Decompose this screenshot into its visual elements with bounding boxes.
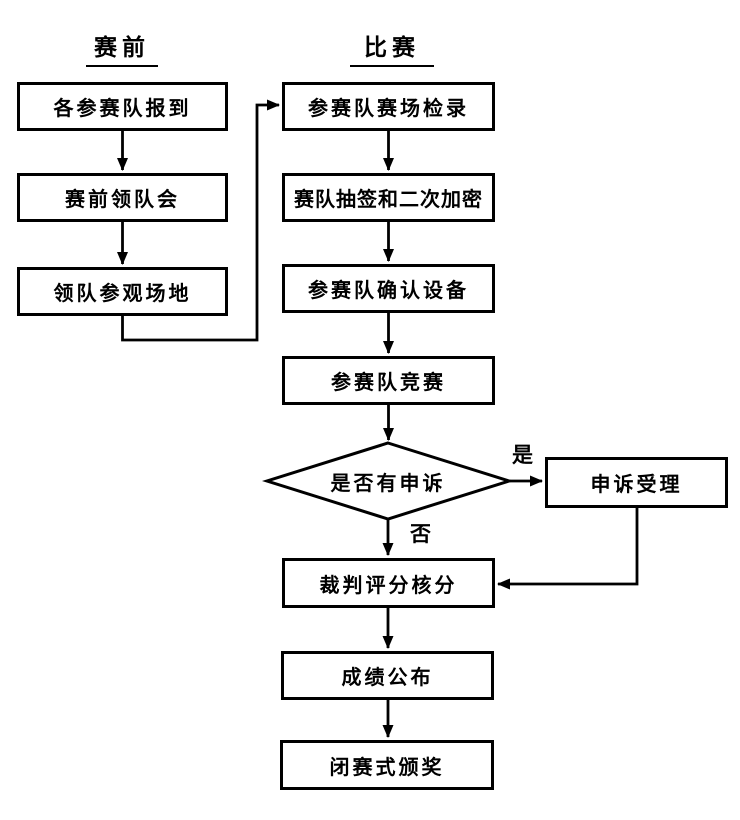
node-draw-encrypt: 赛队抽签和二次加密 [282, 173, 495, 222]
node-checkin: 各参赛队报到 [17, 82, 228, 131]
node-judge-scoring: 裁判评分核分 [282, 558, 495, 608]
column-header-pre: 赛前 [86, 28, 158, 67]
edge-label-yes: 是 [512, 443, 533, 467]
node-appeal-handling: 申诉受理 [545, 457, 728, 508]
node-venue-tour: 领队参观场地 [17, 267, 228, 316]
node-closing: 闭赛式颁奖 [280, 740, 494, 790]
node-appeal-decision-label: 是否有申诉 [330, 470, 446, 495]
arrow-venue-tour-to-roll-call [121, 99, 280, 342]
arrow-appeal-handling-to-judge-scoring [497, 508, 639, 590]
node-compete: 参赛队竞赛 [282, 356, 495, 405]
node-leader-meeting: 赛前领队会 [17, 173, 228, 222]
column-header-match: 比赛 [350, 28, 434, 67]
edge-label-no: 否 [410, 522, 431, 546]
decision-diamond [261, 441, 515, 521]
node-confirm-equipment: 参赛队确认设备 [282, 264, 495, 313]
node-results: 成绩公布 [281, 651, 494, 700]
node-roll-call: 参赛队赛场检录 [282, 82, 495, 131]
